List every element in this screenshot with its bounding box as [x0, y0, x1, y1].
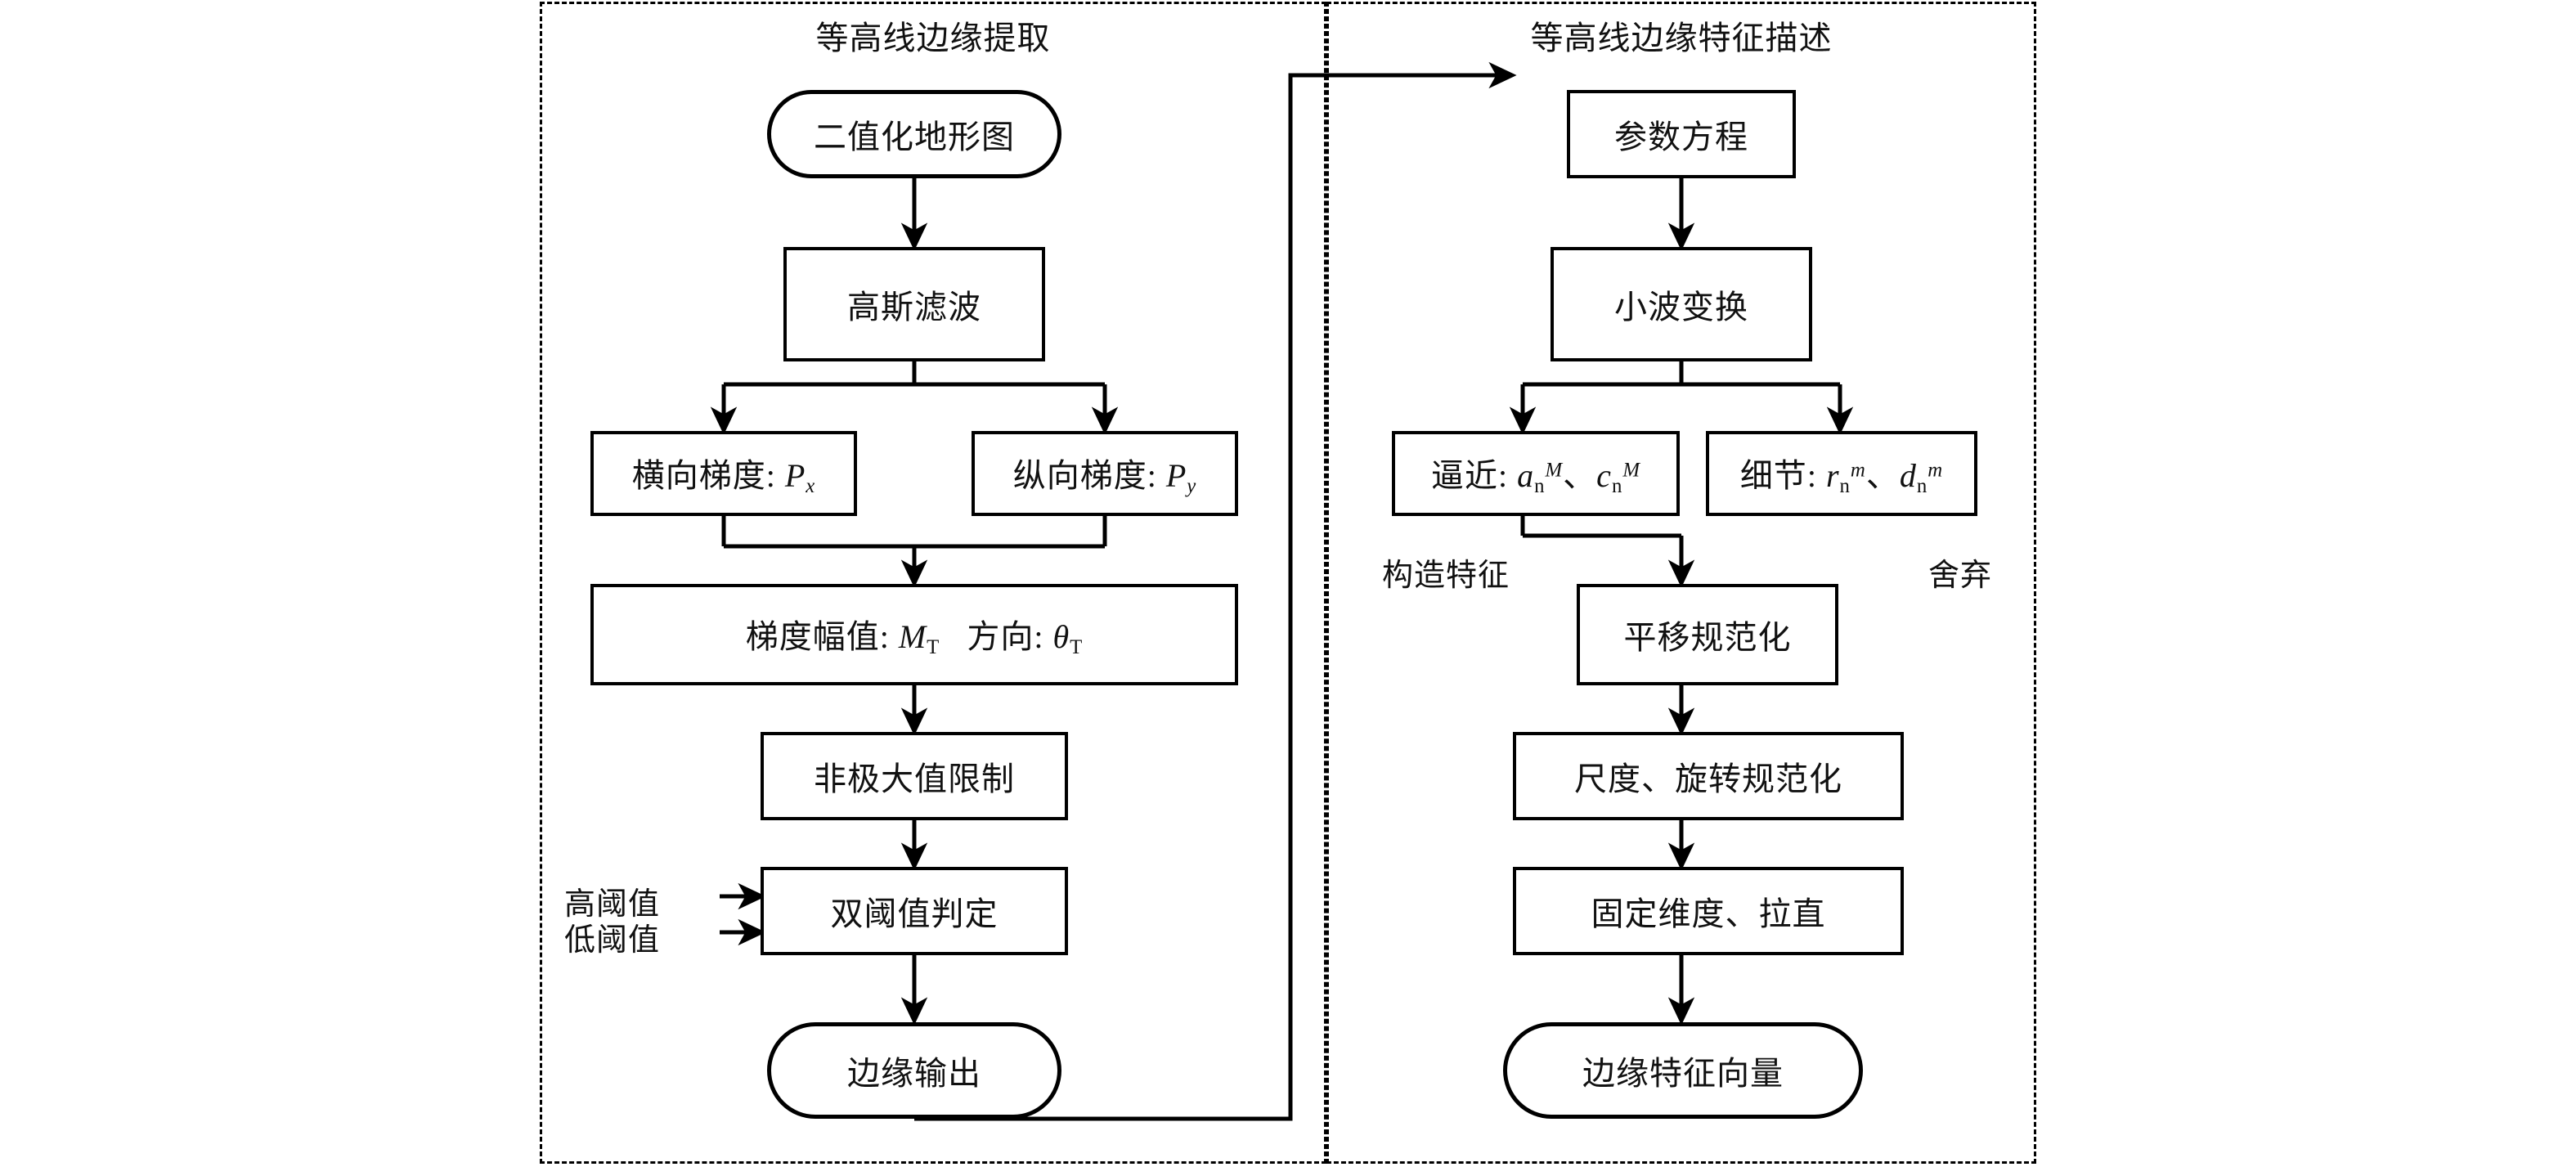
node-label: 双阈值判定	[830, 895, 999, 932]
label-construct-feature: 构造特征	[1382, 559, 1510, 593]
node-binary-terrain-map[interactable]: 二值化地形图	[767, 90, 1061, 178]
node-label: 边缘输出	[847, 1055, 981, 1092]
node-label: 横向梯度: Px	[631, 457, 816, 497]
node-label: 梯度幅值: MT 方向: θT	[745, 618, 1084, 658]
node-label: 非极大值限制	[814, 761, 1015, 797]
node-label: 细节: rnm、dnm	[1739, 457, 1944, 497]
node-edge-output[interactable]: 边缘输出	[767, 1022, 1061, 1119]
panel-right-title: 等高线边缘特征描述	[1530, 20, 1833, 56]
node-label: 平移规范化	[1623, 619, 1792, 656]
node-label: 纵向梯度: Py	[1012, 457, 1197, 497]
node-label: 尺度、旋转规范化	[1574, 761, 1842, 797]
node-horizontal-gradient[interactable]: 横向梯度: Px	[590, 431, 857, 516]
node-parametric-equation[interactable]: 参数方程	[1567, 90, 1796, 178]
node-label: 边缘特征向量	[1582, 1055, 1784, 1092]
node-fixed-dimension-flatten[interactable]: 固定维度、拉直	[1513, 867, 1904, 955]
node-non-maximum-suppression[interactable]: 非极大值限制	[761, 732, 1068, 820]
label-low-threshold: 低阈值	[564, 923, 661, 958]
node-gradient-magnitude-direction[interactable]: 梯度幅值: MT 方向: θT	[590, 584, 1238, 685]
node-label: 参数方程	[1614, 119, 1748, 155]
panel-left-title: 等高线边缘提取	[815, 20, 1051, 56]
label-discard: 舍弃	[1928, 559, 1993, 593]
node-label: 二值化地形图	[814, 119, 1015, 155]
node-translation-normalization[interactable]: 平移规范化	[1577, 584, 1838, 685]
node-gaussian-filter[interactable]: 高斯滤波	[783, 247, 1045, 361]
node-label: 高斯滤波	[847, 289, 981, 325]
node-label: 小波变换	[1614, 289, 1748, 325]
node-scale-rotation-normalization[interactable]: 尺度、旋转规范化	[1513, 732, 1904, 820]
label-high-threshold: 高阈值	[564, 887, 661, 922]
node-label: 固定维度、拉直	[1591, 895, 1826, 932]
node-vertical-gradient[interactable]: 纵向梯度: Py	[972, 431, 1238, 516]
node-dual-threshold-decision[interactable]: 双阈值判定	[761, 867, 1068, 955]
node-label: 逼近: anM、cnM	[1430, 457, 1640, 497]
node-wavelet-transform[interactable]: 小波变换	[1551, 247, 1812, 361]
node-edge-feature-vector[interactable]: 边缘特征向量	[1503, 1022, 1863, 1119]
node-detail-coefficients[interactable]: 细节: rnm、dnm	[1706, 431, 1977, 516]
node-approximation-coefficients[interactable]: 逼近: anM、cnM	[1392, 431, 1680, 516]
